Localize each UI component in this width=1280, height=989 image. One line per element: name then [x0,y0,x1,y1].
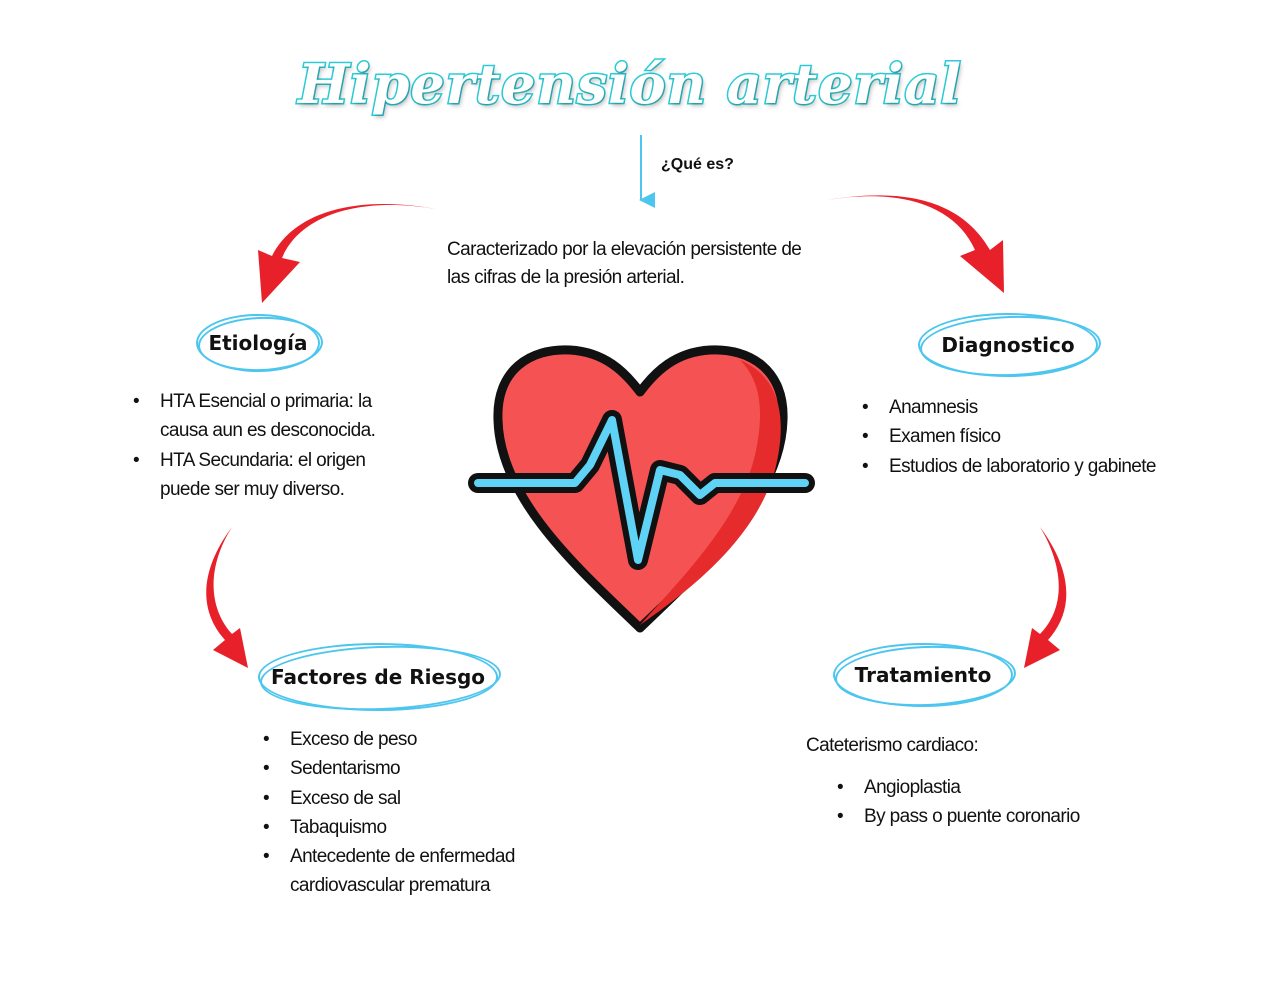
bullet: • [263,758,270,780]
definition-text: Caracterizado por la elevación persisten… [447,236,802,292]
item-text: HTA Secundaria: el origen [160,449,366,471]
bullet: • [263,816,270,838]
arrow-to-diagnostico [828,195,1004,293]
bullet: • [263,729,270,750]
item-text: puede ser muy diverso. [160,478,345,500]
bullet: • [263,787,270,809]
etiologia-heading: Etiología [196,314,320,372]
heart-icon [468,345,815,633]
list-item: • Sedentarismo [263,754,515,783]
arrow-to-tratamiento [1024,527,1067,668]
list-item: • HTA Secundaria: el origen puede ser muy … [133,446,375,505]
list-item: • Examen físico [862,422,1156,451]
tratamiento-heading: Tratamiento [833,643,1013,707]
ecg-line [474,416,809,564]
definition-line: Caracterizado por la elevación persisten… [447,239,802,260]
question-label: ¿Qué es? [661,156,734,173]
list-item: • Angioplastia [837,773,1080,802]
list-item: • Exceso de peso [263,725,515,754]
etiologia-list: • HTA Esencial o primaria: la causa aun es… [133,387,376,505]
tratamiento-intro: Cateterismo cardiaco: [806,735,979,756]
arrow-to-factores [206,527,248,668]
item-text: Exceso de sal [290,787,401,809]
bullet: • [133,449,140,471]
item-text: Antecedente de enfermedad [290,846,515,868]
item-text: By pass o puente coronario [864,806,1080,828]
bullet: • [837,777,844,798]
bullet: • [862,455,869,477]
bullet: • [862,426,869,448]
item-text: Angioplastia [864,777,961,798]
definition-line: las cifras de la presión arterial. [447,267,685,288]
item-text: Tabaquismo [290,816,387,838]
diagnostico-heading: Diagnostico [918,313,1098,377]
diagnostico-list: • Anamnesis • Examen físico • Estudios de l… [862,393,1157,481]
bullet: • [837,806,844,828]
list-item: • Anamnesis [862,393,1156,422]
bullet: • [862,397,869,418]
list-item: • Exceso de sal [263,784,515,813]
item-text: HTA Esencial o primaria: la [160,391,372,412]
bullet: • [263,846,270,868]
factores-list: • Exceso de peso • Sedentarismo • Exceso de… [263,725,515,901]
item-text: Exceso de peso [290,729,417,750]
list-item: • By pass o puente coronario [837,802,1080,831]
curved-arrows [206,195,1067,668]
list-item: • Antecedente de enfermedad cardiovascular… [263,842,515,901]
tratamiento-list: • Angioplastia • By pass o puente coronari… [837,773,1080,832]
list-item: • Tabaquismo [263,813,515,842]
item-text: Examen físico [889,426,1001,448]
list-item: • HTA Esencial o primaria: la causa aun es… [133,387,376,446]
arrow-to-etiologia [258,203,436,303]
item-text: causa aun es desconocida. [160,420,376,442]
item-text: Anamnesis [889,397,978,418]
bullet: • [133,391,140,412]
item-text: cardiovascular prematura [290,875,491,897]
factores-heading: Factores de Riesgo [258,643,498,711]
item-text: Estudios de laboratorio y gabinete [889,455,1157,477]
item-text: Sedentarismo [290,758,401,780]
page-title: Hipertensión arterial [297,51,963,118]
list-item: • Estudios de laboratorio y gabinete [862,452,1157,481]
